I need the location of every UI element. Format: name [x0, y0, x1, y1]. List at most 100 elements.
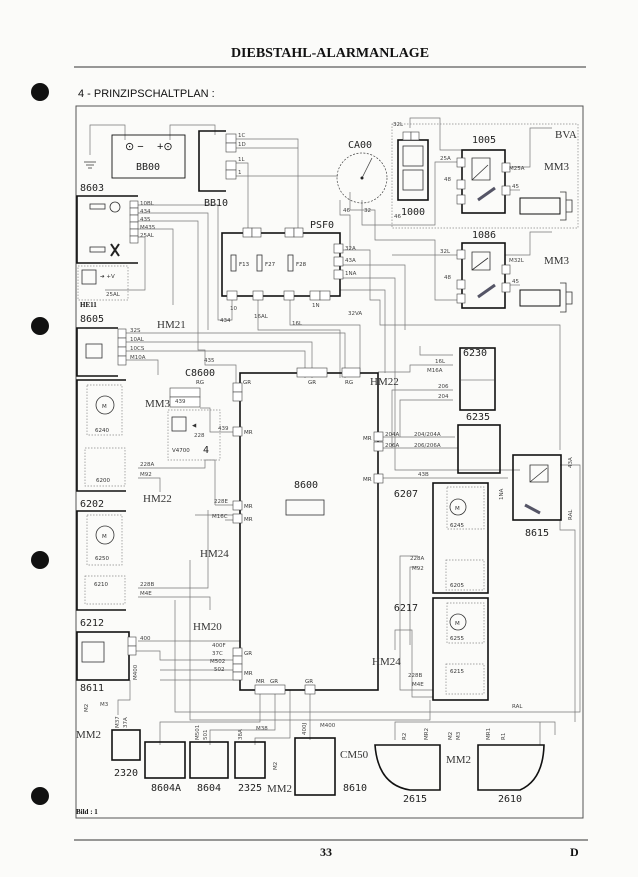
svg-text:1C: 1C	[238, 133, 245, 139]
svg-text:501: 501	[203, 730, 209, 741]
headlamp-2610: 2610	[477, 744, 545, 805]
svg-text:400: 400	[140, 636, 151, 642]
svg-text:GR: GR	[308, 380, 316, 386]
svg-text:MR1: MR1	[486, 728, 492, 740]
svg-text:434: 434	[140, 209, 151, 215]
svg-text:400J: 400J	[302, 723, 308, 735]
svg-text:M: M	[102, 404, 107, 410]
module-8603: 8603	[76, 183, 139, 264]
svg-text:HM22: HM22	[143, 493, 172, 505]
svg-text:M: M	[102, 534, 107, 540]
svg-text:45: 45	[512, 279, 519, 285]
svg-text:M37: M37	[115, 716, 121, 728]
svg-text:434: 434	[220, 318, 231, 324]
wire-labels: 1C 1D 1L 1 10BL 434 435 M435 25AL 25AL 3…	[84, 122, 574, 770]
svg-text:CM50: CM50	[340, 749, 369, 761]
binder-holes	[31, 83, 49, 805]
svg-text:6212: 6212	[80, 618, 104, 629]
svg-text:MM3: MM3	[544, 255, 570, 267]
alarm-control-unit-8600: 8600	[232, 367, 384, 695]
svg-text:8603: 8603	[80, 183, 104, 194]
door-lock-6207: M 6245 6205 6207	[394, 482, 489, 594]
svg-text:32L: 32L	[440, 249, 451, 255]
svg-text:206/206A: 206/206A	[414, 443, 441, 449]
svg-text:1D: 1D	[238, 142, 246, 148]
svg-text:MR: MR	[244, 517, 253, 523]
svg-text:10: 10	[230, 306, 237, 312]
svg-text:HM22: HM22	[370, 376, 399, 388]
svg-text:206: 206	[438, 384, 449, 390]
svg-text:2320: 2320	[114, 768, 138, 779]
svg-text:8604A: 8604A	[151, 783, 181, 794]
svg-text:M4E: M4E	[140, 591, 152, 597]
svg-text:37A: 37A	[123, 717, 129, 728]
svg-text:43B: 43B	[418, 472, 429, 478]
svg-text:HM24: HM24	[200, 548, 229, 560]
svg-text:⊙ −: ⊙ −	[125, 141, 144, 153]
svg-text:6250: 6250	[95, 556, 109, 562]
svg-text:6240: 6240	[95, 428, 109, 434]
svg-text:M10A: M10A	[130, 355, 146, 361]
svg-text:F28: F28	[296, 262, 307, 268]
svg-text:M2: M2	[448, 732, 454, 740]
module-v4700: ◀ V4700 4	[167, 409, 221, 461]
svg-text:228B: 228B	[408, 673, 422, 679]
svg-text:6215: 6215	[450, 669, 464, 675]
battery-bb00: ⊙ −+⊙ BB00	[111, 134, 186, 179]
diagram-frame	[75, 105, 584, 819]
page-title: DIEBSTAHL-ALARMANLAGE	[231, 46, 429, 61]
connector-bb10: BB10	[198, 130, 237, 209]
switch-8610: 8610	[294, 737, 367, 796]
relay-1005: 1005	[456, 135, 573, 221]
svg-text:M435: M435	[140, 225, 156, 231]
svg-text:MR: MR	[244, 504, 253, 510]
svg-text:RG: RG	[345, 380, 353, 386]
svg-text:439: 439	[218, 426, 229, 432]
svg-text:F27: F27	[265, 262, 276, 268]
svg-text:M38: M38	[256, 726, 268, 732]
figure-caption: Bild : 1	[76, 808, 98, 816]
svg-text:R2: R2	[402, 733, 408, 740]
svg-text:M502: M502	[210, 659, 225, 665]
module-8605: 8605	[76, 314, 127, 377]
ground-icon	[84, 161, 96, 169]
svg-text:➔ +V: ➔ +V	[100, 274, 115, 280]
svg-text:MR: MR	[256, 679, 265, 685]
svg-text:RAL: RAL	[512, 704, 523, 710]
svg-text:M2: M2	[84, 704, 90, 712]
svg-text:439: 439	[175, 399, 186, 405]
door-lock-6212: M 6250 6210 6212	[76, 510, 126, 629]
svg-text:43A: 43A	[568, 457, 574, 468]
svg-text:1NA: 1NA	[345, 271, 357, 277]
svg-text:M4E: M4E	[412, 682, 424, 688]
svg-text:GR: GR	[244, 651, 252, 657]
ignition-switch-ca00: CA00	[336, 140, 388, 204]
svg-text:1005: 1005	[472, 135, 496, 146]
svg-text:16L: 16L	[435, 359, 446, 365]
svg-text:M25A: M25A	[509, 166, 525, 172]
svg-text:M3: M3	[100, 702, 109, 708]
lamp-2325: 2325	[234, 741, 266, 794]
svg-text:38A: 38A	[238, 729, 244, 740]
svg-text:25A: 25A	[440, 156, 451, 162]
svg-text:V4700: V4700	[172, 448, 190, 454]
svg-text:4: 4	[203, 445, 209, 456]
svg-text:HM21: HM21	[157, 319, 186, 331]
svg-text:1NA: 1NA	[499, 488, 505, 500]
svg-text:M: M	[455, 506, 460, 512]
svg-text:8611: 8611	[80, 683, 104, 694]
lamp-2320: 2320	[111, 729, 141, 779]
svg-text:PSF0: PSF0	[310, 220, 334, 231]
svg-text:32L: 32L	[393, 122, 404, 128]
svg-text:◀: ◀	[192, 423, 197, 429]
sensor-he11: ➔ +V HE11	[77, 265, 129, 309]
svg-text:CA00: CA00	[348, 140, 372, 151]
svg-text:32A: 32A	[345, 246, 356, 252]
svg-text:6200: 6200	[96, 478, 110, 484]
svg-text:400F: 400F	[212, 643, 226, 649]
svg-text:1086: 1086	[472, 230, 496, 241]
svg-text:GR: GR	[243, 380, 251, 386]
svg-text:6235: 6235	[466, 412, 490, 423]
